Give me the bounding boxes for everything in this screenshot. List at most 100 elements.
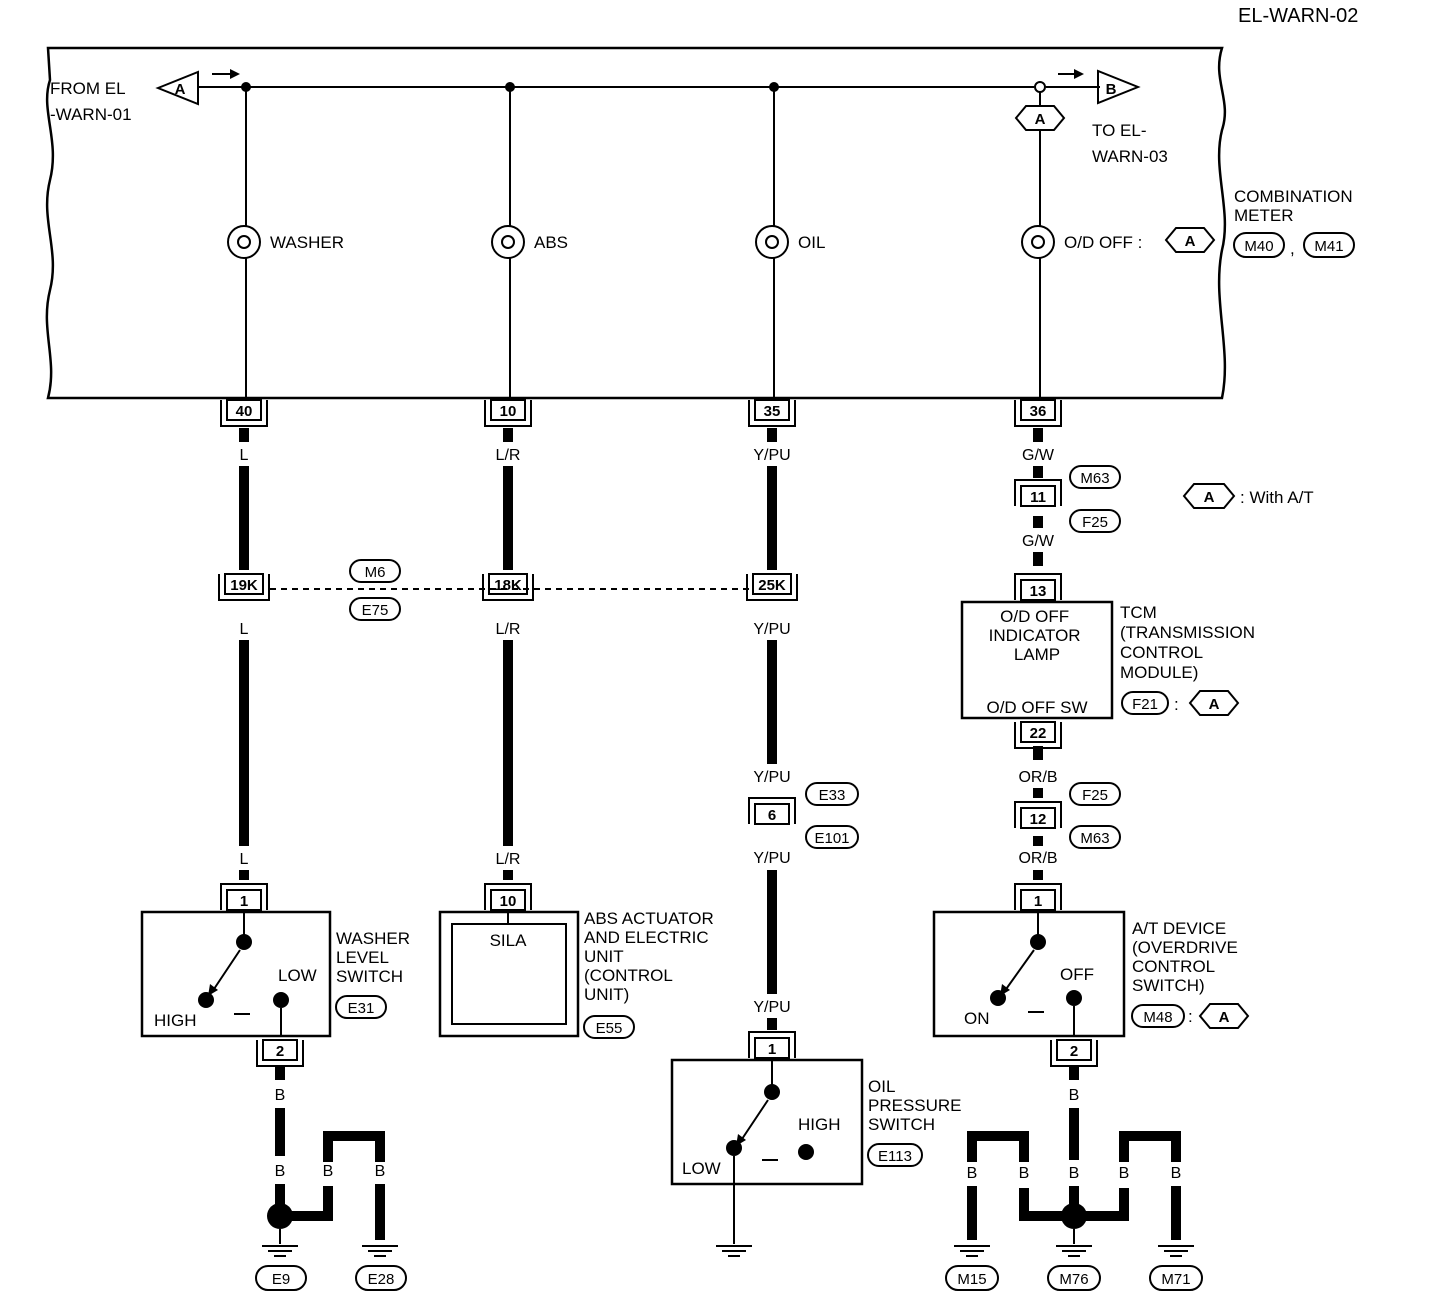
arrow-head-icon (230, 69, 240, 79)
pin-tcm-22-text: 22 (1030, 725, 1047, 742)
wire-color-oil-2: Y/PU (753, 621, 790, 638)
switch-contact-dot (236, 934, 252, 950)
ground-icon (1158, 1245, 1194, 1257)
lamp-label-abs: ABS (534, 233, 568, 252)
pin-joint-18k: 18K (482, 573, 534, 601)
connector-id-e55-text: E55 (596, 1020, 623, 1037)
pin-at-device-1: 1 (1014, 883, 1062, 911)
option-hex-a-text: A (1209, 696, 1220, 713)
legend-hex-a-text: A (1204, 489, 1215, 506)
wire-segment (1086, 1188, 1129, 1221)
connector-id-m63b-text: M63 (1080, 830, 1109, 847)
wire-color-ground-right-2: B (1019, 1165, 1030, 1182)
connector-id-e31 (335, 995, 387, 1019)
pin-joint-19k: 19K (218, 573, 270, 601)
wire-color-oil-4: Y/PU (753, 850, 790, 867)
abs-unit-inner-label: SILA (490, 931, 528, 950)
connector-id-m63b (1069, 825, 1121, 849)
option-hex-a-text: A (1219, 1009, 1230, 1026)
switch-arm (211, 949, 241, 993)
connector-id-f21-text: F21 (1132, 696, 1158, 713)
connector-id-e9 (255, 1265, 307, 1291)
combination-meter-label-2: METER (1234, 206, 1294, 225)
connector-id-m76 (1047, 1265, 1101, 1291)
connector-id-e9-text: E9 (272, 1271, 290, 1288)
connector-id-e31-text: E31 (348, 1000, 375, 1017)
wire-color-abs-1: L/R (496, 447, 521, 464)
connector-id-m71-text: M71 (1161, 1271, 1190, 1288)
switch-contact-dot (764, 1084, 780, 1100)
to-ref-line1: TO EL- (1092, 121, 1146, 140)
pin-inline-12-text: 12 (1030, 811, 1047, 828)
pin-oil-switch-1: 1 (748, 1031, 796, 1059)
pin-tcm-13: 13 (1014, 573, 1062, 601)
pin-joint-19k-text: 19K (230, 577, 258, 594)
wire-color-abs-2: L/R (496, 621, 521, 638)
pin-at-device-2: 2 (1050, 1039, 1098, 1067)
lamp-label-washer: WASHER (270, 233, 344, 252)
lamp-label-oil: OIL (798, 233, 825, 252)
combination-meter-outline (45, 46, 1227, 400)
lamp-label-od-off: O/D OFF : (1064, 233, 1142, 252)
pin-oil-35-text: 35 (764, 403, 781, 420)
abs-lamp-icon (491, 225, 525, 259)
switch-contact-dot (798, 1144, 814, 1160)
ground-icon (954, 1245, 990, 1257)
ground-icon (362, 1245, 398, 1257)
wire-color-oil-5: Y/PU (753, 999, 790, 1016)
pin-abs-10-text: 10 (500, 403, 517, 420)
flag-b-to (1097, 69, 1141, 105)
oil-switch-low: LOW (682, 1159, 721, 1178)
oil-switch-high: HIGH (798, 1115, 841, 1134)
pin-inline-6-text: 6 (768, 807, 776, 824)
combination-meter-label-1: COMBINATION (1234, 187, 1353, 206)
connector-id-m76-text: M76 (1059, 1271, 1088, 1288)
tcm-box-top-text: O/D OFF INDICATOR LAMP (989, 607, 1086, 664)
ground-icon (716, 1245, 752, 1257)
wire-segment (1119, 1131, 1181, 1162)
connector-id-e28 (355, 1265, 407, 1291)
joint-connector-m6-text: M6 (365, 564, 386, 581)
washer-switch-label: WASHER LEVEL SWITCH (336, 929, 415, 986)
wire-color-oil-1: Y/PU (753, 447, 790, 464)
pin-od-36-text: 36 (1030, 403, 1047, 420)
wire-color-oil-3: Y/PU (753, 769, 790, 786)
pin-washer-switch-2: 2 (256, 1039, 304, 1067)
connector-id-f25b-text: F25 (1082, 787, 1108, 804)
pin-oil-35: 35 (748, 399, 796, 427)
to-ref-line2: WARN-03 (1092, 147, 1168, 166)
wire-color-washer-1: L (240, 447, 249, 464)
switch-contact-dot (726, 1140, 742, 1156)
connector-id-e55 (583, 1015, 635, 1039)
page-code: EL-WARN-02 (1238, 5, 1358, 27)
connector-id-m63-text: M63 (1080, 470, 1109, 487)
pin-at-device-2-text: 2 (1070, 1043, 1078, 1060)
option-splice-circle (1034, 81, 1046, 93)
option-hex-a (1014, 105, 1066, 131)
at-device-off: OFF (1060, 965, 1094, 984)
pin-joint-25k-text: 25K (758, 577, 786, 594)
wire-color-ground-left-4: B (375, 1163, 386, 1180)
wire-color-od-1: G/W (1022, 447, 1055, 464)
pin-inline-12: 12 (1014, 801, 1062, 829)
oil-pressure-switch-box (670, 1058, 864, 1186)
oil-lamp-icon (755, 225, 789, 259)
pin-washer-switch-2-text: 2 (276, 1043, 284, 1060)
connector-id-m63 (1069, 465, 1121, 489)
ground-splice-dot (1061, 1203, 1087, 1229)
wire-color-od-3: OR/B (1018, 769, 1057, 786)
wire-color-ground-left-3: B (323, 1163, 334, 1180)
connector-id-m15 (945, 1265, 999, 1291)
wire-color-abs-3: L/R (496, 851, 521, 868)
abs-unit-label: ABS ACTUATOR AND ELECTRIC UNIT (CONTROL … (584, 909, 718, 1004)
pin-tcm-22: 22 (1014, 721, 1062, 749)
pin-oil-switch-1-text: 1 (768, 1041, 776, 1058)
wire-segment (292, 1186, 333, 1221)
tcm-label: TCM (TRANSMISSION CONTROL MODULE) (1120, 603, 1260, 682)
pin-tcm-13-text: 13 (1030, 583, 1047, 600)
ground-icon (1056, 1245, 1092, 1257)
connector-id-e33 (805, 782, 859, 806)
switch-contact-dot (273, 992, 289, 1008)
pin-at-device-1-text: 1 (1034, 893, 1042, 910)
connector-id-e28-text: E28 (368, 1271, 395, 1288)
